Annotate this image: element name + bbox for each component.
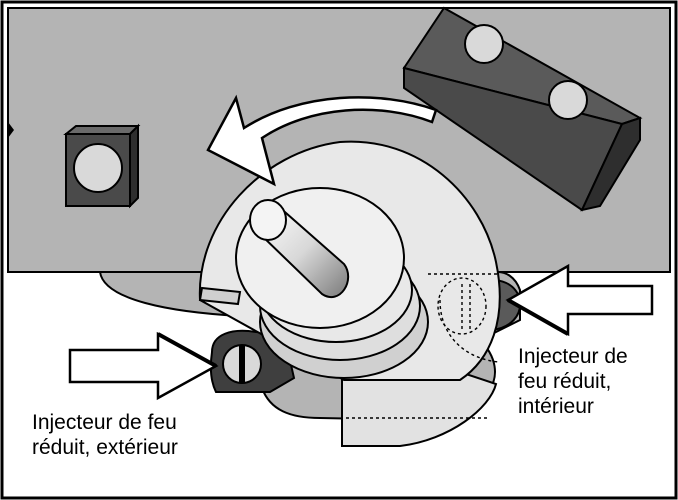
curved-arrow-left-icon [206, 94, 438, 187]
valve-spindle [249, 199, 350, 298]
hidden-lines [346, 273, 501, 419]
bracket-hole-1 [464, 24, 504, 64]
dial-lower-wedge [341, 371, 498, 447]
outer-injector-label: Injecteur de feu réduit, extérieur [32, 411, 178, 459]
bracket-hole-2 [548, 80, 588, 120]
inner-injector-label: Injecteur de feu réduit, intérieur [518, 345, 628, 418]
square-nut [63, 123, 141, 209]
panel-notch [8, 122, 14, 138]
mounting-bracket [402, 6, 643, 212]
arrow-right-icon [68, 331, 219, 401]
outer-injector-screw [222, 344, 262, 384]
dial-edge [198, 286, 242, 306]
